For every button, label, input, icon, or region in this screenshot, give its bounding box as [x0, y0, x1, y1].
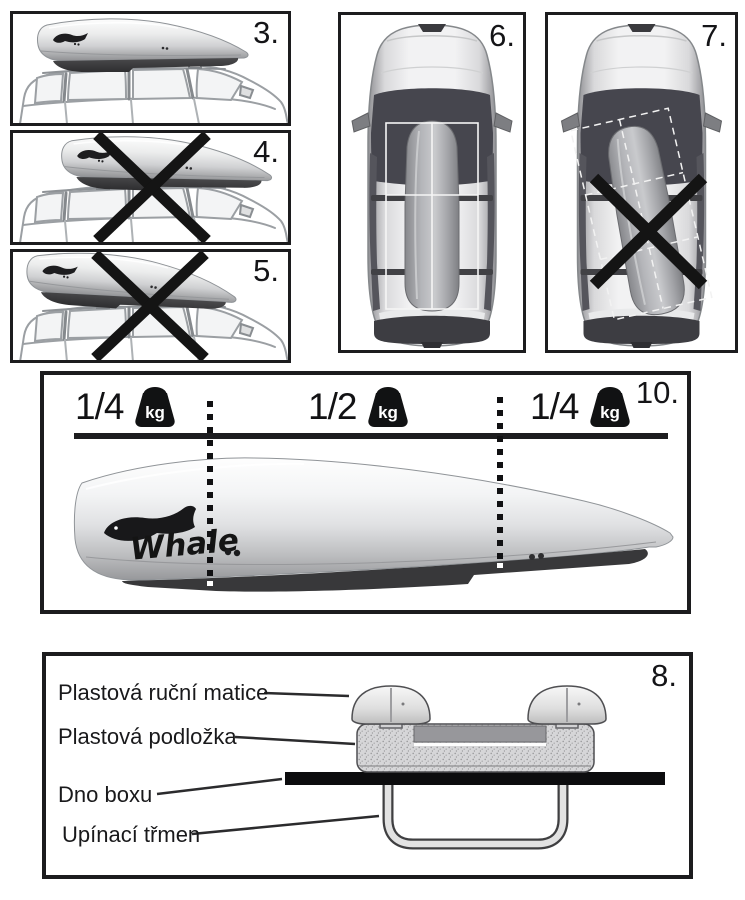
- leader-lines: [156, 691, 380, 836]
- panel-number: 10.: [635, 375, 679, 410]
- car-side-roofbox-illustration: [18, 133, 288, 242]
- panel-number: 8.: [651, 658, 677, 693]
- zone-divider-dotted-lines: [207, 397, 503, 595]
- load-fraction: 1/2: [308, 386, 357, 427]
- load-zone-rear: 1/4 kg: [530, 384, 635, 427]
- panel-side-view-correct: 3.: [10, 11, 291, 126]
- panel-number: 4.: [253, 134, 279, 169]
- svg-text:kg: kg: [379, 403, 399, 422]
- weight-kg-icon: kg: [590, 387, 631, 427]
- car-side-roofbox-illustration: [18, 252, 288, 360]
- mounting-hardware-illustration: [156, 685, 665, 850]
- panel-side-view-wrong-forward: 4.: [10, 130, 291, 245]
- svg-text:kg: kg: [601, 403, 621, 422]
- load-zone-middle: 1/2 kg: [308, 384, 413, 427]
- hand-nut-right: [527, 685, 607, 729]
- load-zone-front: 1/4 kg: [75, 384, 180, 427]
- panel-number: 7.: [701, 18, 727, 53]
- weight-kg-icon: kg: [135, 387, 176, 427]
- label-hand-nut: Plastová ruční matice: [58, 680, 269, 705]
- load-fraction: 1/4: [75, 386, 124, 427]
- cross-mark-icon: [93, 133, 211, 242]
- load-line: [74, 433, 668, 439]
- car-top-roofbox-illustration: [560, 23, 723, 349]
- load-fraction: 1/4: [530, 386, 579, 427]
- plastic-washer: [356, 723, 595, 773]
- roofbox-load-illustration: Whale: [73, 397, 674, 595]
- panel-mounting-detail: Plastová ruční matice Plastová podložka …: [42, 652, 693, 879]
- label-box-floor: Dno boxu: [58, 782, 153, 807]
- weight-kg-icon: kg: [368, 387, 409, 427]
- panel-number: 5.: [253, 253, 279, 288]
- panel-top-view-wrong-skewed: 7.: [545, 12, 738, 353]
- label-clamp: Upínací třmen: [62, 822, 201, 847]
- panel-load-distribution: Whale 1/4 kg 1/2: [40, 371, 691, 614]
- alignment-grid: [385, 122, 479, 310]
- hand-nut-left: [351, 685, 431, 729]
- panel-side-view-wrong-back: 5.: [10, 249, 291, 363]
- car-top-roofbox-illustration: [351, 23, 513, 349]
- panel-top-view-correct: 6.: [338, 12, 526, 353]
- box-floor-bar: [285, 772, 665, 785]
- panel-number: 6.: [489, 18, 515, 53]
- panel-number: 3.: [253, 15, 279, 50]
- car-side-roofbox-illustration: [18, 18, 288, 123]
- cross-mark-icon: [91, 252, 209, 360]
- label-washer: Plastová podložka: [58, 724, 237, 749]
- clamp-u-bracket: [382, 776, 569, 850]
- cross-mark-icon: [589, 173, 708, 290]
- svg-text:kg: kg: [146, 403, 166, 422]
